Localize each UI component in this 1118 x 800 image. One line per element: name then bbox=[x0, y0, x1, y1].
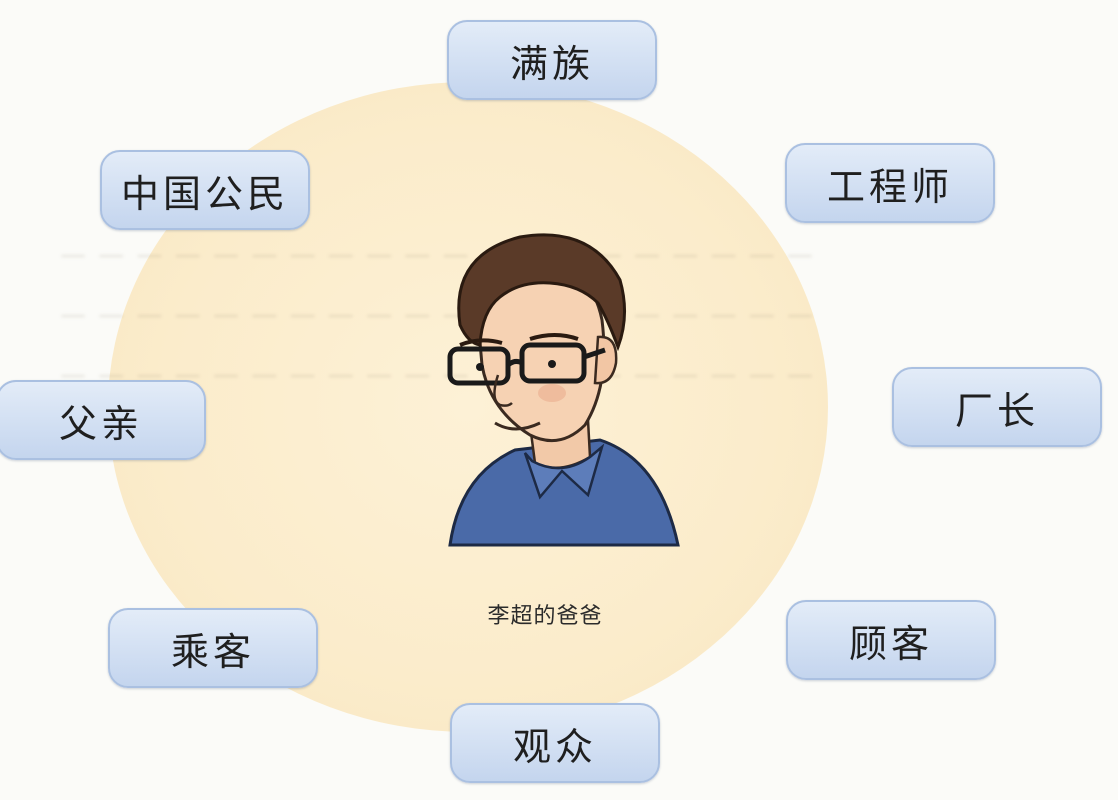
role-label-engineer: 工程师 bbox=[826, 164, 953, 209]
role-label-audience: 观众 bbox=[512, 724, 597, 769]
ear bbox=[593, 335, 618, 385]
role-box-citizen: 中国公民 bbox=[100, 150, 310, 230]
role-box-customer: 顾客 bbox=[786, 600, 996, 680]
role-box-manzu: 满族 bbox=[447, 20, 657, 100]
faded-background-text: — — — — — — — — — — — — — — — — — — — — bbox=[60, 300, 816, 330]
center-caption: 李超的爸爸 bbox=[487, 604, 603, 629]
right-eye bbox=[548, 360, 556, 368]
nose bbox=[493, 374, 513, 407]
glasses-icon bbox=[447, 342, 606, 386]
role-label-factory-director: 厂长 bbox=[954, 388, 1039, 433]
role-label-father: 父亲 bbox=[58, 401, 143, 446]
shirt bbox=[448, 438, 680, 547]
left-eye bbox=[476, 363, 484, 371]
role-box-passenger: 乘客 bbox=[108, 608, 318, 688]
shirt-collar bbox=[523, 443, 605, 500]
role-label-passenger: 乘客 bbox=[170, 629, 255, 674]
role-label-customer: 顾客 bbox=[848, 621, 933, 666]
role-label-citizen: 中国公民 bbox=[120, 171, 289, 216]
role-box-engineer: 工程师 bbox=[785, 143, 995, 223]
right-eyebrow bbox=[529, 333, 579, 341]
faded-background-text: — — — — — — — — — — — — — — — — — — — — bbox=[60, 240, 816, 270]
cheek-blush bbox=[538, 384, 566, 402]
man-with-glasses-portrait-icon bbox=[447, 233, 680, 547]
left-eyebrow bbox=[459, 338, 503, 347]
role-box-factory-director: 厂长 bbox=[892, 367, 1102, 447]
mouth bbox=[494, 421, 541, 431]
role-box-audience: 观众 bbox=[450, 703, 660, 783]
role-box-father: 父亲 bbox=[0, 380, 206, 460]
role-label-manzu: 满族 bbox=[509, 41, 594, 86]
hair bbox=[457, 233, 627, 352]
